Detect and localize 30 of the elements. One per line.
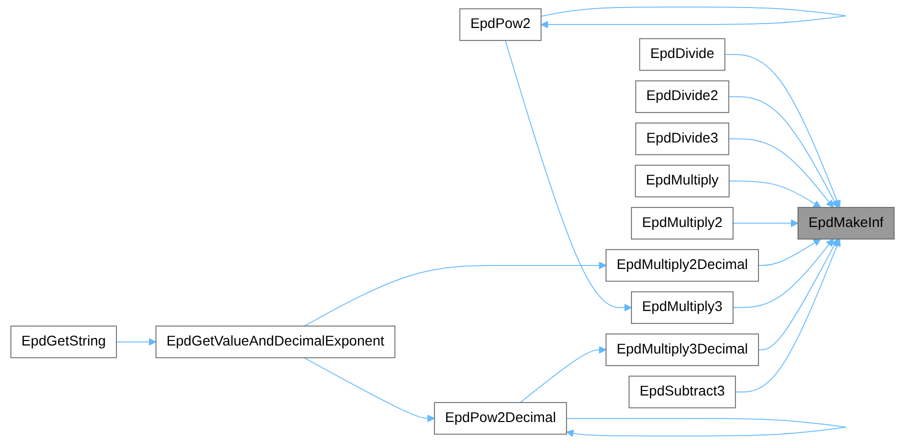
arrow bbox=[728, 96, 838, 208]
arrow bbox=[732, 238, 834, 308]
node-box: EpdDivide bbox=[639, 38, 726, 71]
arrow bbox=[732, 219, 798, 228]
node-box: EpdMultiply2 bbox=[631, 206, 734, 240]
arrow bbox=[758, 238, 838, 350]
arrow bbox=[540, 6, 846, 28]
node-box: EpdSubtract3 bbox=[628, 376, 736, 408]
arrow bbox=[734, 238, 841, 392]
node-box: EpdDivide2 bbox=[635, 80, 730, 113]
node-box: EpdMultiply3 bbox=[631, 291, 734, 324]
arrow bbox=[304, 357, 435, 422]
arrow bbox=[520, 346, 606, 403]
node-box: EpdDivide3 bbox=[635, 122, 730, 156]
node-box: EpdPow2Decimal bbox=[434, 402, 567, 435]
arrow bbox=[116, 338, 156, 346]
arrow bbox=[504, 40, 632, 312]
arrow bbox=[566, 418, 846, 438]
node-box: EpdGetValueAndDecimalExponent bbox=[156, 326, 396, 358]
node-box: EpdMultiply3Decimal bbox=[606, 334, 759, 366]
node-box: EpdMultiply bbox=[634, 164, 730, 198]
node-box: EpdPow2 bbox=[459, 8, 542, 41]
node-box: EpdGetString bbox=[10, 326, 117, 358]
arrow bbox=[758, 238, 821, 266]
node-box: EpdMakeInf bbox=[798, 206, 895, 240]
arrow bbox=[728, 138, 834, 208]
node-box: EpdMultiply2Decimal bbox=[606, 249, 759, 282]
arrow bbox=[304, 262, 606, 327]
arrow bbox=[728, 180, 821, 208]
arrow bbox=[724, 54, 841, 208]
